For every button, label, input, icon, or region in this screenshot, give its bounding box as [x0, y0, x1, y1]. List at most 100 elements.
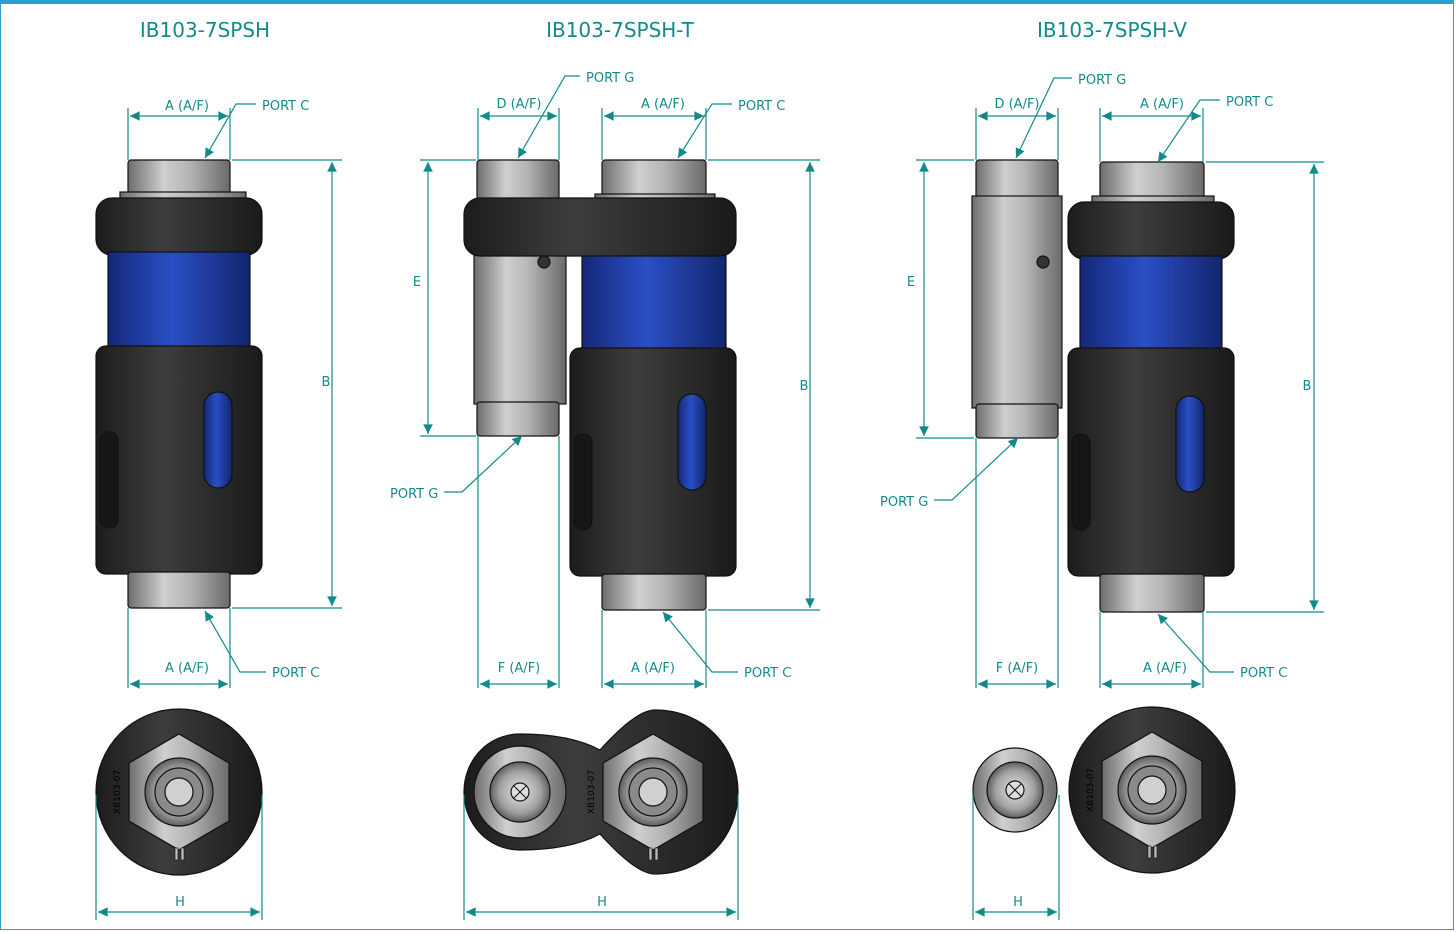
hex-nut-c-bottom — [1099, 573, 1205, 613]
callout-port-c-bottom: PORT C — [662, 611, 791, 681]
dimension-f: F (A/F) — [975, 438, 1059, 689]
dim-label: E — [413, 275, 421, 290]
port-label: PORT C — [272, 666, 319, 681]
dimension-b: B — [1206, 161, 1324, 613]
side-window-icon — [99, 431, 119, 529]
dimension-e: E — [907, 159, 974, 439]
hex-nut-c-bottom — [601, 573, 707, 611]
dimension-a-bottom: A (A/F) — [1099, 612, 1204, 689]
port-label: PORT C — [744, 666, 791, 681]
port-label: PORT G — [586, 71, 634, 86]
dim-label: A (A/F) — [165, 661, 209, 676]
dim-label: E — [907, 275, 915, 290]
port-label: PORT G — [880, 495, 928, 510]
hex-nut-g-bottom — [476, 401, 560, 437]
dimension-d: D (A/F) — [975, 97, 1059, 160]
engraving-mark: XB103-07 — [587, 770, 597, 814]
sleeve-ring — [1067, 201, 1235, 260]
sight-window-icon — [1175, 395, 1205, 493]
hex-nut-c-top — [1099, 161, 1205, 199]
sight-window-icon — [203, 391, 233, 489]
vent-hole-icon — [537, 255, 551, 269]
model-title: IB103-7SPSH — [140, 18, 270, 42]
dim-label: A (A/F) — [641, 97, 685, 112]
dim-label: F (A/F) — [498, 661, 541, 676]
dimension-h: H — [95, 795, 263, 920]
model-1: IB103-7SPSH A (A/F) PORT C B — [95, 18, 342, 920]
dimension-b: B — [708, 159, 820, 611]
black-body — [1067, 347, 1235, 577]
model-title: IB103-7SPSH-T — [546, 18, 695, 42]
sight-window-icon — [677, 393, 707, 491]
dim-label: B — [800, 379, 809, 394]
dim-label: A (A/F) — [165, 99, 209, 114]
side-window-icon — [573, 433, 593, 531]
dimension-b: B — [232, 159, 342, 609]
port-label: PORT G — [390, 487, 438, 502]
callout-port-g-top: PORT G — [517, 71, 634, 159]
port-label: PORT G — [1078, 73, 1126, 88]
dim-label: B — [322, 375, 331, 390]
vent-hole-icon — [1036, 255, 1050, 269]
blue-body — [581, 251, 727, 353]
callout-port-c-bottom: PORT C — [1157, 613, 1287, 681]
dimension-h: H — [463, 795, 739, 920]
blue-body — [1079, 255, 1223, 353]
blue-body — [107, 251, 251, 350]
dim-label: B — [1303, 379, 1312, 394]
hex-nut-c-top — [601, 159, 707, 197]
callout-port-g-bottom: PORT G — [390, 435, 523, 502]
callout-port-c-top: PORT C — [677, 99, 785, 159]
tee-sleeve-ring — [463, 197, 737, 257]
dimension-h: H — [972, 795, 1060, 920]
dim-label: F (A/F) — [996, 661, 1039, 676]
dim-label: H — [1013, 895, 1023, 910]
callout-port-g-bottom: PORT G — [880, 437, 1019, 510]
engraving-mark: XB103-07 — [113, 770, 123, 814]
coupling-side-view — [463, 159, 737, 611]
engraving-mark: XB103-07 — [1086, 768, 1096, 812]
port-label: PORT C — [1240, 666, 1287, 681]
hex-nut-g-top — [975, 159, 1059, 201]
hex-nut-top — [127, 159, 231, 195]
dimension-a-top: A (A/F) — [1099, 97, 1204, 162]
dimension-e: E — [413, 159, 476, 437]
tee-body-steel — [473, 251, 567, 405]
callout-port-c-top: PORT C — [204, 99, 309, 159]
black-body — [95, 345, 263, 575]
dim-label: A (A/F) — [1143, 661, 1187, 676]
hex-nut-g-top — [476, 159, 560, 201]
model-2: IB103-7SPSH-T D (A/F) PORT G — [390, 18, 820, 920]
callout-port-c-top: PORT C — [1157, 95, 1273, 163]
callout-port-g-top: PORT G — [1015, 73, 1126, 159]
dim-label: H — [175, 895, 185, 910]
callout-port-c-bottom: PORT C — [204, 610, 319, 681]
dim-label: D (A/F) — [496, 97, 541, 112]
dimension-a-top: A (A/F) — [127, 99, 231, 160]
dimension-f: F (A/F) — [477, 436, 560, 689]
hex-nut-g-bottom — [975, 403, 1059, 439]
dimension-a-bottom: A (A/F) — [601, 610, 707, 689]
dim-label: A (A/F) — [631, 661, 675, 676]
port-label: PORT C — [262, 99, 309, 114]
coupling-side-view — [971, 159, 1235, 613]
model-title: IB103-7SPSH-V — [1037, 18, 1187, 42]
dim-label: H — [597, 895, 607, 910]
port-label: PORT C — [1226, 95, 1273, 110]
coupling-end-view: XB103-07 — [972, 706, 1236, 874]
port-label: PORT C — [738, 99, 785, 114]
coupling-end-view: XB103-07 — [95, 708, 263, 876]
dimension-d: D (A/F) — [477, 97, 560, 160]
side-window-icon — [1071, 433, 1091, 531]
dim-label: D (A/F) — [994, 97, 1039, 112]
hex-nut-bottom — [127, 571, 231, 609]
valve-body-steel — [971, 195, 1063, 409]
coupling-side-view — [95, 159, 263, 609]
model-3: IB103-7SPSH-V D (A/F) PORT G — [880, 18, 1324, 920]
sleeve-ring — [95, 197, 263, 256]
dimension-a-bottom: A (A/F) — [127, 608, 231, 689]
dimension-a-top: A (A/F) — [601, 97, 707, 160]
dim-label: A (A/F) — [1140, 97, 1184, 112]
